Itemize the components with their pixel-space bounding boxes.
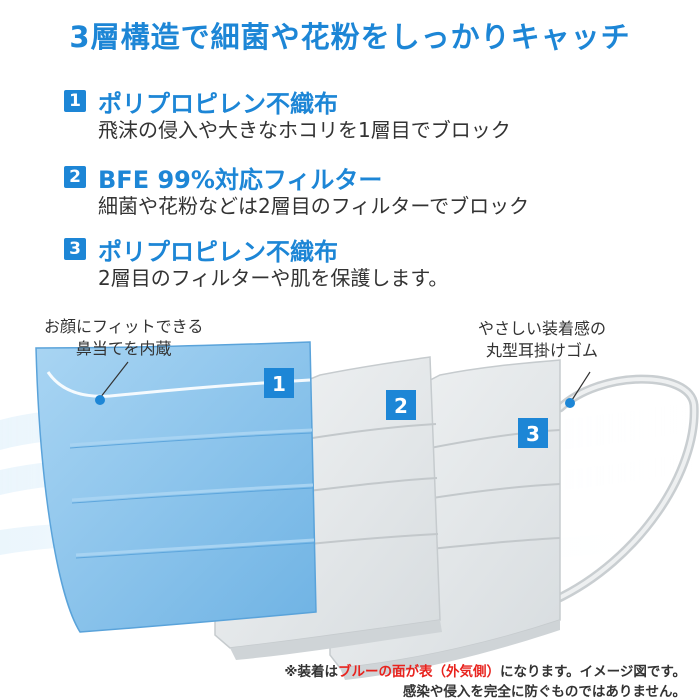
ear-callout-dot <box>565 398 575 408</box>
mask-badge-1: 1 <box>264 368 294 398</box>
nose-callout-dot <box>95 395 105 405</box>
layer-1-badge: 1 <box>64 90 86 112</box>
page-title: 3層構造で細菌や花粉をしっかりキャッチ <box>69 20 631 54</box>
mask-badge-2: 2 <box>386 390 416 420</box>
nose-callout-line1: お顔にフィットできる <box>44 317 204 336</box>
layer-1-desc: 飛沫の侵入や大きなホコリを1層目でブロック <box>98 118 511 142</box>
nose-callout-line2: 鼻当てを内蔵 <box>75 339 172 358</box>
layer-1-title: ポリプロピレン不織布 <box>98 90 338 118</box>
footnote-line-1: ※装着はブルーの面が表（外気側）になります。イメージ図です。 <box>284 660 686 680</box>
footnote-text-b: になります。イメージ図です。 <box>499 664 686 680</box>
layer-2-title: BFE 99%対応フィルター <box>98 166 383 194</box>
footnote-line-2: 感染や侵入を完全に防ぐものではありません。 <box>402 684 686 700</box>
layer-3-title: ポリプロピレン不織布 <box>98 238 338 266</box>
svg-text:2: 2 <box>394 394 408 418</box>
ear-callout-line <box>571 371 591 401</box>
footnote-text-a: ※装着は <box>284 664 338 680</box>
layer-3-badge: 3 <box>64 238 86 260</box>
svg-text:3: 3 <box>526 422 540 446</box>
layer-2-badge: 2 <box>64 166 86 188</box>
layer-2-desc: 細菌や花粉などは2層目のフィルターでブロック <box>98 194 530 218</box>
footnote-warning: ブルーの面が表（外気側） <box>337 664 500 680</box>
ear-callout-line1: やさしい装着感の <box>478 319 607 338</box>
nose-callout-line <box>99 361 129 399</box>
nose-wire <box>46 371 311 398</box>
mask-layer-1 <box>35 341 317 633</box>
layer-3-desc: 2層目のフィルターや肌を保護します。 <box>98 266 449 290</box>
mask-badge-3: 3 <box>518 418 548 448</box>
ear-callout-line2: 丸型耳掛けゴム <box>486 341 599 360</box>
ear-callout: やさしい装着感の 丸型耳掛けゴム <box>478 318 606 362</box>
svg-text:1: 1 <box>272 372 286 396</box>
nose-callout: お顔にフィットできる 鼻当てを内蔵 <box>44 316 203 360</box>
